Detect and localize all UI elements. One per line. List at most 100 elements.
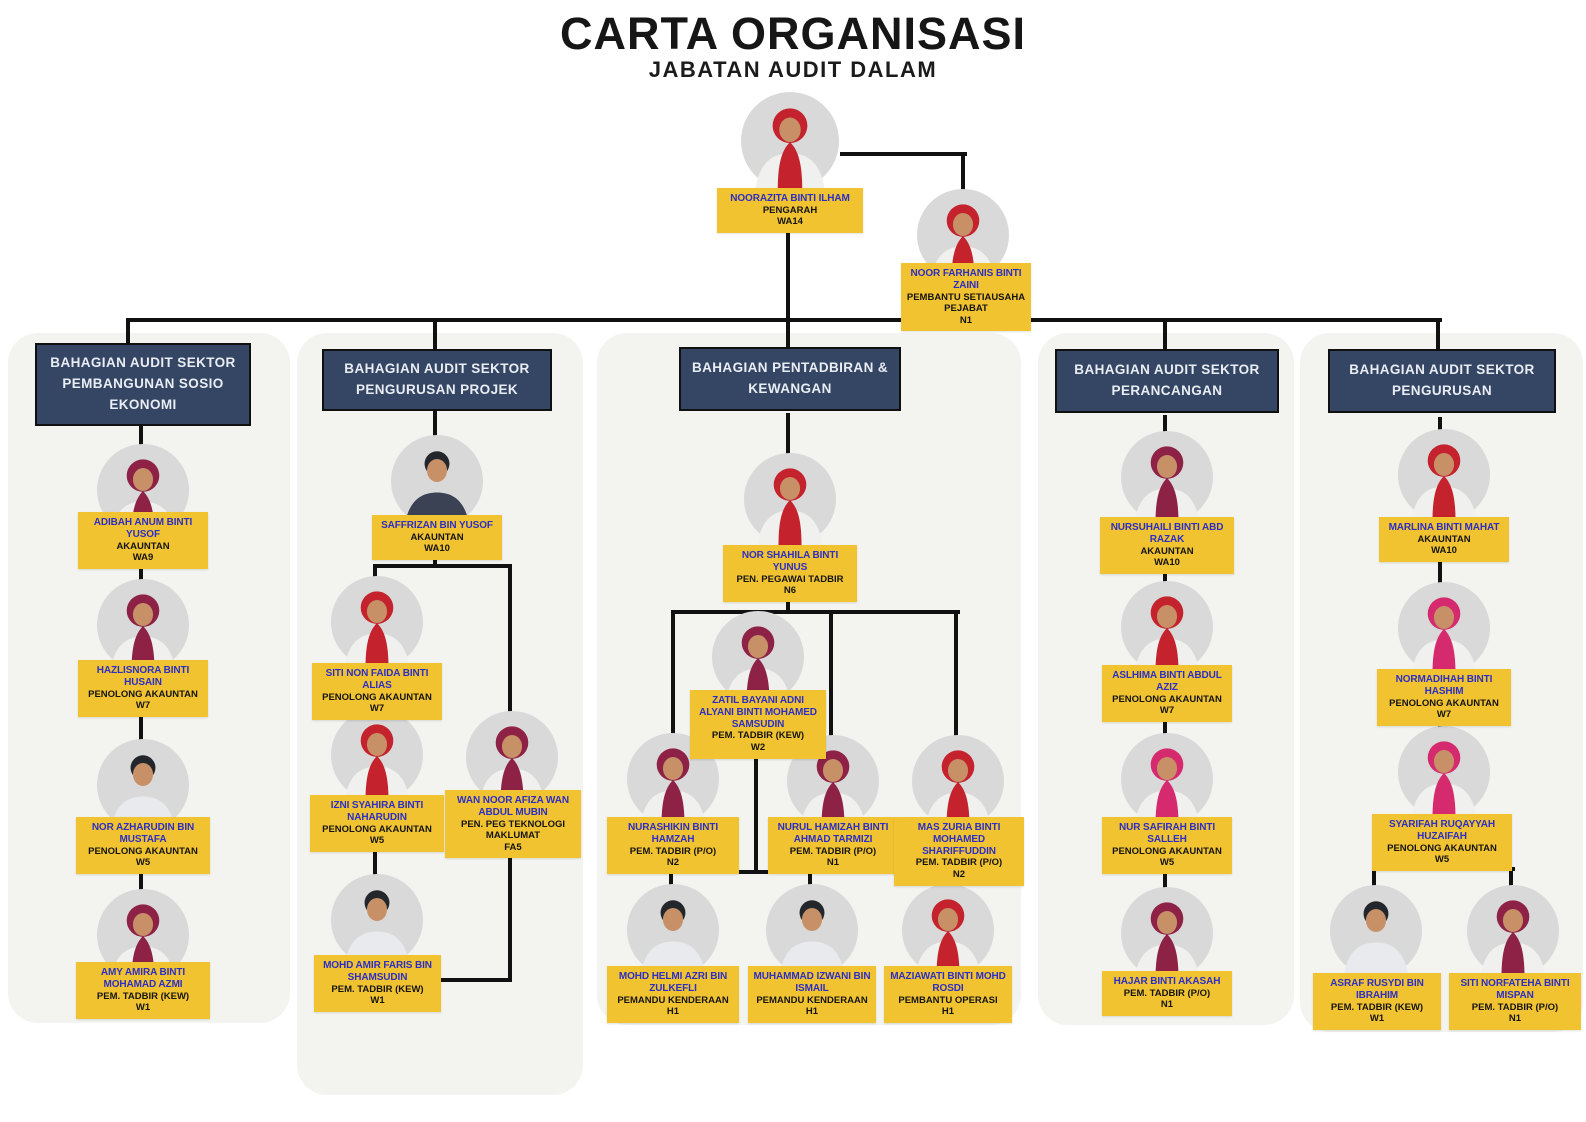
person-card: NOR SHAHILA BINTI YUNUS PEN. PEGAWAI TAD…: [723, 545, 857, 602]
person-name: NURSUHAILI BINTI ABD RAZAK: [1110, 522, 1224, 545]
person-role: PEM. TADBIR (P/O): [789, 845, 877, 857]
connector-line: [1163, 318, 1167, 352]
person-grade: WA9: [132, 552, 154, 564]
person-name: NOOR FARHANIS BINTI ZAINI: [910, 268, 1022, 291]
person-card: MOHD HELMI AZRI BIN ZULKEFLI PEMANDU KEN…: [607, 966, 739, 1023]
person-card: HAJAR BINTI AKASAH PEM. TADBIR (P/O) N1: [1102, 971, 1232, 1016]
person-silhouette-icon: [1330, 885, 1422, 977]
person-role: PENGARAH: [762, 204, 818, 216]
person-silhouette-icon: [1121, 581, 1213, 673]
connector-line: [433, 318, 437, 352]
person-role: PEM. TADBIR (KEW): [331, 983, 424, 995]
page-subtitle: JABATAN AUDIT DALAM: [648, 57, 938, 82]
person-card: SITI NON FAIDA BINTI ALIAS PENOLONG AKAU…: [312, 663, 442, 720]
person-grade: N1: [826, 857, 840, 869]
person-grade: W7: [1159, 705, 1175, 717]
person-role: AKAUNTAN: [1140, 545, 1194, 557]
person-silhouette-icon: [1398, 582, 1490, 674]
person-photo: [1121, 431, 1213, 523]
person-photo: [1121, 887, 1213, 979]
person-role: PEM. TADBIR (KEW): [1330, 1001, 1424, 1013]
person-role: PEMBANTU SETIAUSAHA PEJABAT: [906, 291, 1026, 315]
person-name: ASLHIMA BINTI ABDUL AZIZ: [1112, 670, 1222, 693]
person-card: MAS ZURIA BINTI MOHAMED SHARIFFUDDIN PEM…: [894, 817, 1024, 886]
person-role: PENOLONG AKAUNTAN: [88, 845, 198, 857]
connector-line: [961, 152, 965, 210]
person-card: SYARIFAH RUQAYYAH HUZAIFAH PENOLONG AKAU…: [1372, 814, 1512, 871]
person-grade: N1: [1508, 1013, 1522, 1025]
connector-line: [808, 870, 812, 894]
person-grade: WA14: [777, 216, 803, 228]
person-name: NOR SHAHILA BINTI YUNUS: [741, 550, 839, 573]
person-photo: [391, 435, 483, 527]
person-role: PEMANDU KENDERAAN: [617, 994, 729, 1006]
person-photo: [912, 735, 1004, 827]
connector-line: [1163, 415, 1167, 442]
person-photo: [902, 884, 994, 976]
person-silhouette-icon: [1121, 431, 1213, 523]
connector-line: [754, 744, 758, 874]
person-grade: W2: [750, 741, 766, 753]
connector-line: [671, 610, 960, 614]
person-grade: W5: [369, 835, 385, 847]
person-grade: W7: [369, 703, 385, 715]
person-photo: [331, 874, 423, 966]
person-card: ASRAF RUSYDI BIN IBRAHIM PEM. TADBIR (KE…: [1313, 973, 1441, 1030]
connector-line: [786, 598, 790, 614]
connector-line: [373, 564, 512, 568]
person-photo: [1398, 429, 1490, 521]
person-photo: [744, 453, 836, 545]
connector-line: [829, 610, 833, 742]
person-name: SITI NON FAIDA BINTI ALIAS: [325, 668, 429, 691]
person-role: PENOLONG AKAUNTAN: [322, 823, 432, 835]
person-card-director: NOORAZITA BINTI ILHAM PENGARAH WA14: [717, 188, 863, 233]
person-role: AKAUNTAN: [1417, 533, 1471, 545]
person-silhouette-icon: [1398, 429, 1490, 521]
person-role: PEM. TADBIR (KEW): [96, 990, 190, 1002]
person-grade: N6: [783, 585, 797, 597]
person-card-secretary: NOOR FARHANIS BINTI ZAINI PEMBANTU SETIA…: [901, 263, 1031, 332]
person-role: PENOLONG AKAUNTAN: [1112, 693, 1222, 705]
person-role: PEM. TADBIR (P/O): [915, 857, 1003, 869]
person-silhouette-icon: [97, 579, 189, 671]
connector-line: [508, 564, 512, 720]
person-grade: N2: [666, 857, 680, 869]
person-card: NURUL HAMIZAH BINTI AHMAD TARMIZI PEM. T…: [768, 817, 898, 874]
person-name: NUR SAFIRAH BINTI SALLEH: [1118, 822, 1216, 845]
connector-line: [433, 410, 437, 442]
person-silhouette-icon: [331, 874, 423, 966]
division-header: BAHAGIAN AUDIT SEKTOR PENGURUSAN: [1328, 349, 1556, 413]
person-photo: [1330, 885, 1422, 977]
person-card: SAFFRIZAN BIN YUSOF AKAUNTAN WA10: [372, 515, 502, 560]
connector-line: [126, 318, 1442, 322]
connector-line: [671, 610, 675, 742]
person-name: HAJAR BINTI AKASAH: [1113, 976, 1221, 987]
person-grade: W1: [1369, 1013, 1385, 1025]
person-name: ASRAF RUSYDI BIN IBRAHIM: [1330, 978, 1424, 1001]
person-card: NORMADIHAH BINTI HASHIM PENOLONG AKAUNTA…: [1377, 669, 1511, 726]
person-name: NURUL HAMIZAH BINTI AHMAD TARMIZI: [777, 822, 889, 845]
person-grade: W1: [135, 1002, 151, 1014]
person-name: NOR AZHARUDIN BIN MUSTAFA: [91, 822, 195, 845]
connector-line: [126, 318, 130, 348]
person-card: NURSUHAILI BINTI ABD RAZAK AKAUNTAN WA10: [1100, 517, 1234, 574]
person-grade: WA10: [1154, 557, 1180, 569]
person-silhouette-icon: [331, 709, 423, 801]
connector-line: [508, 852, 512, 982]
person-grade: H1: [941, 1006, 955, 1018]
person-silhouette-icon: [744, 453, 836, 545]
person-role: AKAUNTAN: [410, 531, 464, 543]
connector-line: [1509, 867, 1513, 895]
person-role: PEMBANTU OPERASI: [898, 994, 998, 1006]
person-silhouette-icon: [766, 884, 858, 976]
person-card: IZNI SYAHIRA BINTI NAHARUDIN PENOLONG AK…: [310, 795, 444, 852]
person-role: PEM. TADBIR (P/O): [1471, 1001, 1559, 1013]
person-name: MAZIAWATI BINTI MOHD ROSDI: [890, 971, 1006, 994]
person-role: PENOLONG AKAUNTAN: [1389, 697, 1499, 709]
person-photo: [97, 579, 189, 671]
person-name: ADIBAH ANUM BINTI YUSOF: [93, 517, 193, 540]
person-photo: [1467, 885, 1559, 977]
person-silhouette-icon: [1467, 885, 1559, 977]
person-card: ADIBAH ANUM BINTI YUSOF AKAUNTAN WA9: [78, 512, 208, 569]
